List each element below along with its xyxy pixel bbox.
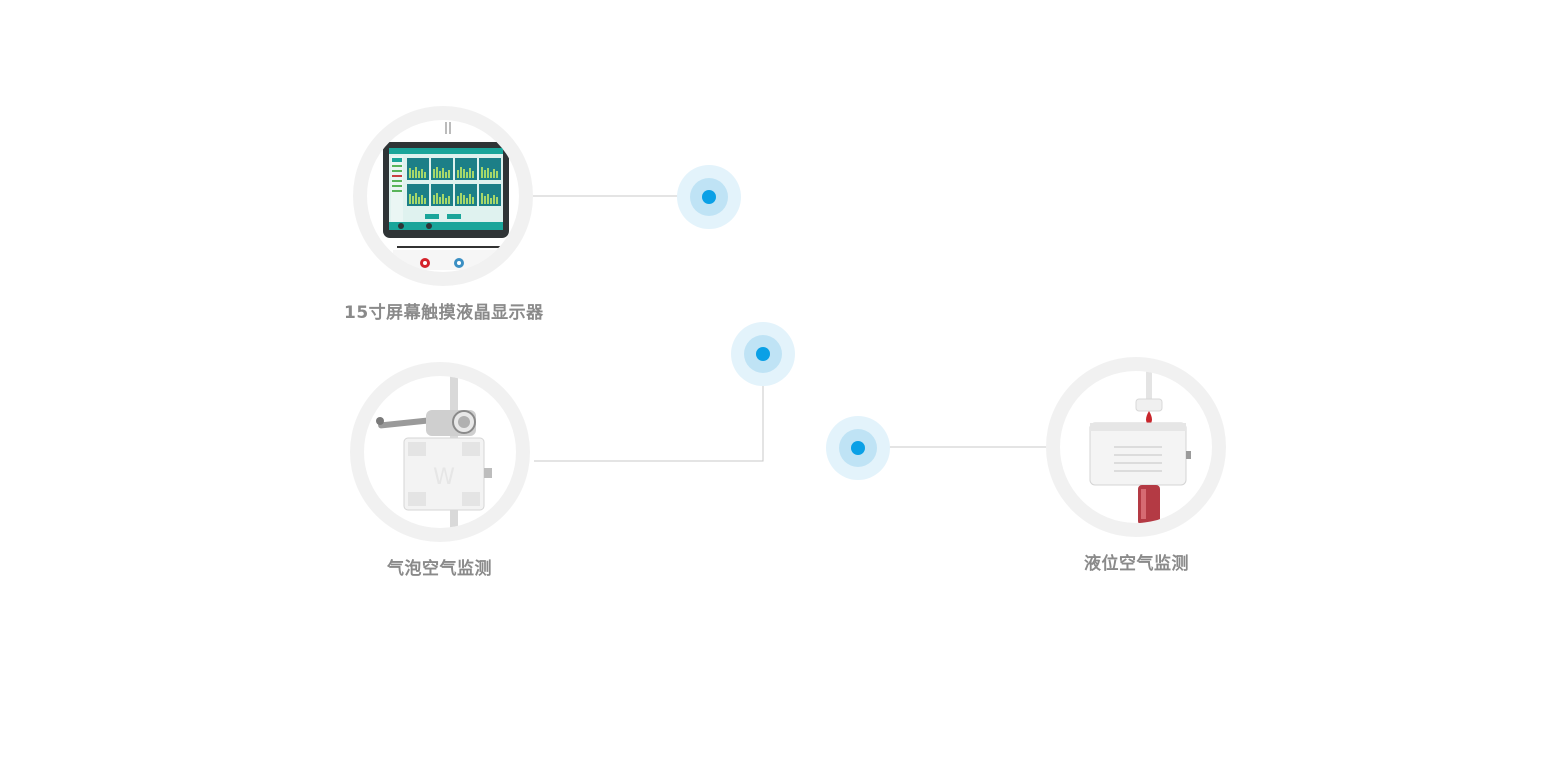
hotspot-dot: [851, 441, 865, 455]
feature-ring: [353, 106, 533, 286]
bubble-air-detector-image: W: [364, 376, 516, 528]
touch-screen-display-image: [367, 120, 519, 272]
hotspot-touch-screen[interactable]: [677, 165, 741, 229]
caption-level-detector: 液位空气监测: [1084, 554, 1189, 574]
caption-bubble-detector: 气泡空气监测: [387, 559, 492, 579]
caption-touch-screen: 15寸屏幕触摸液晶显示器: [344, 303, 544, 323]
hotspot-dot: [702, 190, 716, 204]
connector-bubble: [534, 362, 764, 462]
feature-ring: [1046, 357, 1226, 537]
liquid-level-detector-image: [1060, 371, 1212, 523]
hotspot-level-detector[interactable]: [826, 416, 890, 480]
svg-text:W: W: [433, 465, 455, 490]
hotspot-bubble-detector[interactable]: [731, 322, 795, 386]
hotspot-dot: [756, 347, 770, 361]
feature-ring: W: [350, 362, 530, 542]
